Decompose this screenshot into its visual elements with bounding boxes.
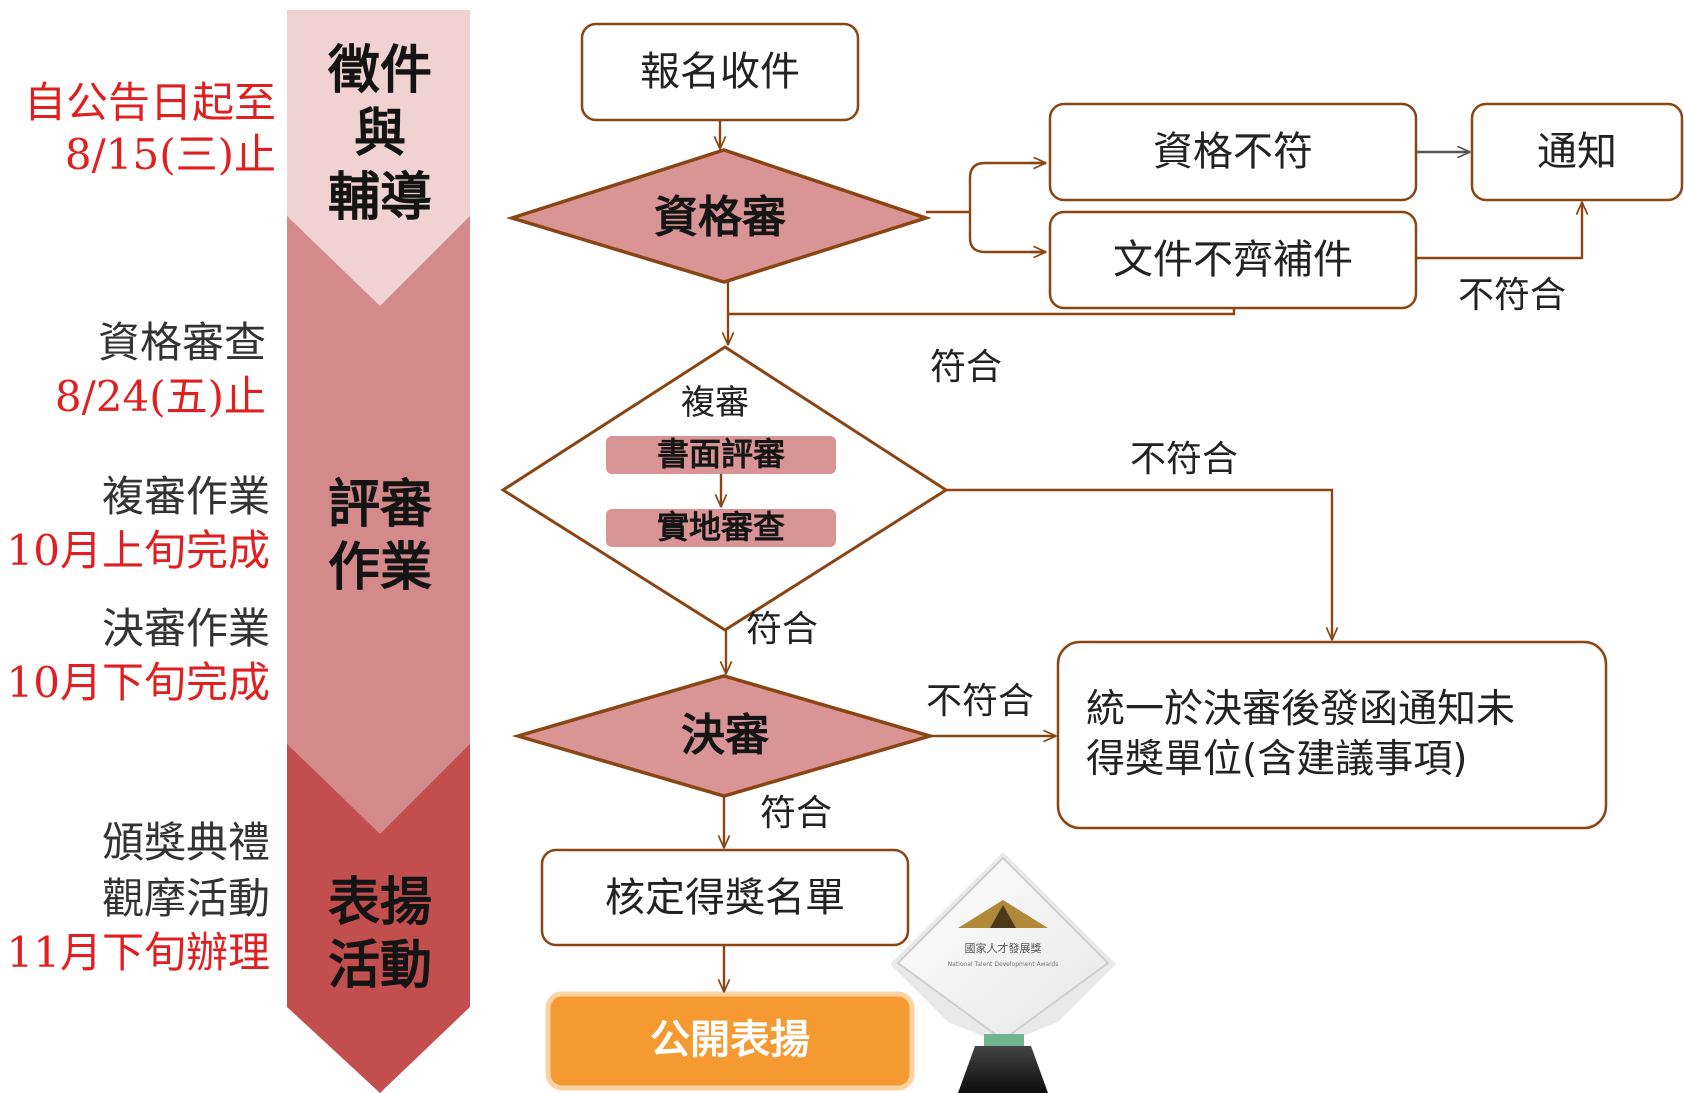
schedule-4-line2: 10月下旬完成 [6,658,270,707]
phase-3-line1: 表揚 [327,873,432,933]
schedule-2-line1: 資格審查 [97,318,266,367]
trophy-image: 國家人才發展獎 National Talent Development Awar… [890,852,1116,1093]
schedule-3-line1: 複審作業 [101,472,270,521]
phase-2-label: 評審 作業 [322,474,438,601]
public-award-box [545,991,915,1091]
notify-unawarded-box [1056,640,1608,830]
trophy-text-en: National Talent Development Awards [948,961,1059,968]
phase-2-line2: 作業 [327,538,432,599]
schedule-5-line3: 11月下旬辦理 [6,928,270,977]
label-final-pass: 符合 [760,793,833,834]
schedule-3-line2: 10月上旬完成 [6,526,270,575]
disqualified-label: 資格不符 [1153,129,1313,175]
label-supplement-fail: 不符合 [1458,275,1567,316]
schedule-1-line2: 8/15(三)止 [64,130,276,179]
phase-3-line2: 活動 [327,936,432,997]
schedule-5-line1: 頒獎典禮 [101,818,270,867]
phase-3-label: 表揚 活動 [322,872,438,999]
label-secondary-pass: 符合 [746,609,819,650]
notify-unawarded-line1: 統一於決審後發函通知未 [1086,687,1516,732]
document-review-label: 書面評審 [656,435,785,473]
notify-box [1470,102,1684,202]
document-review-chip [606,436,836,474]
site-review-chip [606,509,836,547]
phase-1-label: 徵件 與 輔導 [322,40,438,230]
edge-supplement-back [728,308,1236,316]
qualification-label: 資格審 [654,192,786,243]
phase-2-chevron [287,212,470,834]
approve-list-label: 核定得獎名單 [605,875,845,921]
phase-1-line3: 輔導 [327,167,432,228]
schedule-1-line1: 自公告日起至 [23,78,276,127]
notify-unawarded-line2: 得獎單位(含建議事項) [1086,737,1468,782]
label-secondary-fail: 不符合 [1130,439,1239,480]
trophy-text-zh: 國家人才發展獎 [965,941,1042,955]
phase-2-line1: 評審 [327,475,432,535]
supplement-label: 文件不齊補件 [1113,237,1353,283]
public-award-label: 公開表揚 [650,1017,810,1063]
label-final-fail: 不符合 [926,681,1035,722]
site-review-label: 實地審查 [656,508,785,546]
edge-secondary-fail [946,488,1332,640]
qualification-diamond [506,148,932,284]
notify-label: 通知 [1537,129,1617,175]
secondary-label: 複審 [681,383,749,423]
edge-supplement-notify [1416,202,1582,260]
final-label: 決審 [681,710,769,761]
schedule-2-line2: 8/24(五)止 [54,372,266,421]
schedule-5-line2: 觀摩活動 [101,874,270,923]
phase-1-chevron [287,10,470,306]
register-label: 報名收件 [640,49,800,95]
edge-qualification-branches [926,161,1046,254]
phase-1-line2: 與 [353,104,406,165]
schedule-4-line1: 決審作業 [101,604,270,653]
label-qualification-pass: 符合 [930,347,1003,388]
phase-3-chevron [287,740,470,1093]
phase-1-line1: 徵件 [327,41,432,101]
